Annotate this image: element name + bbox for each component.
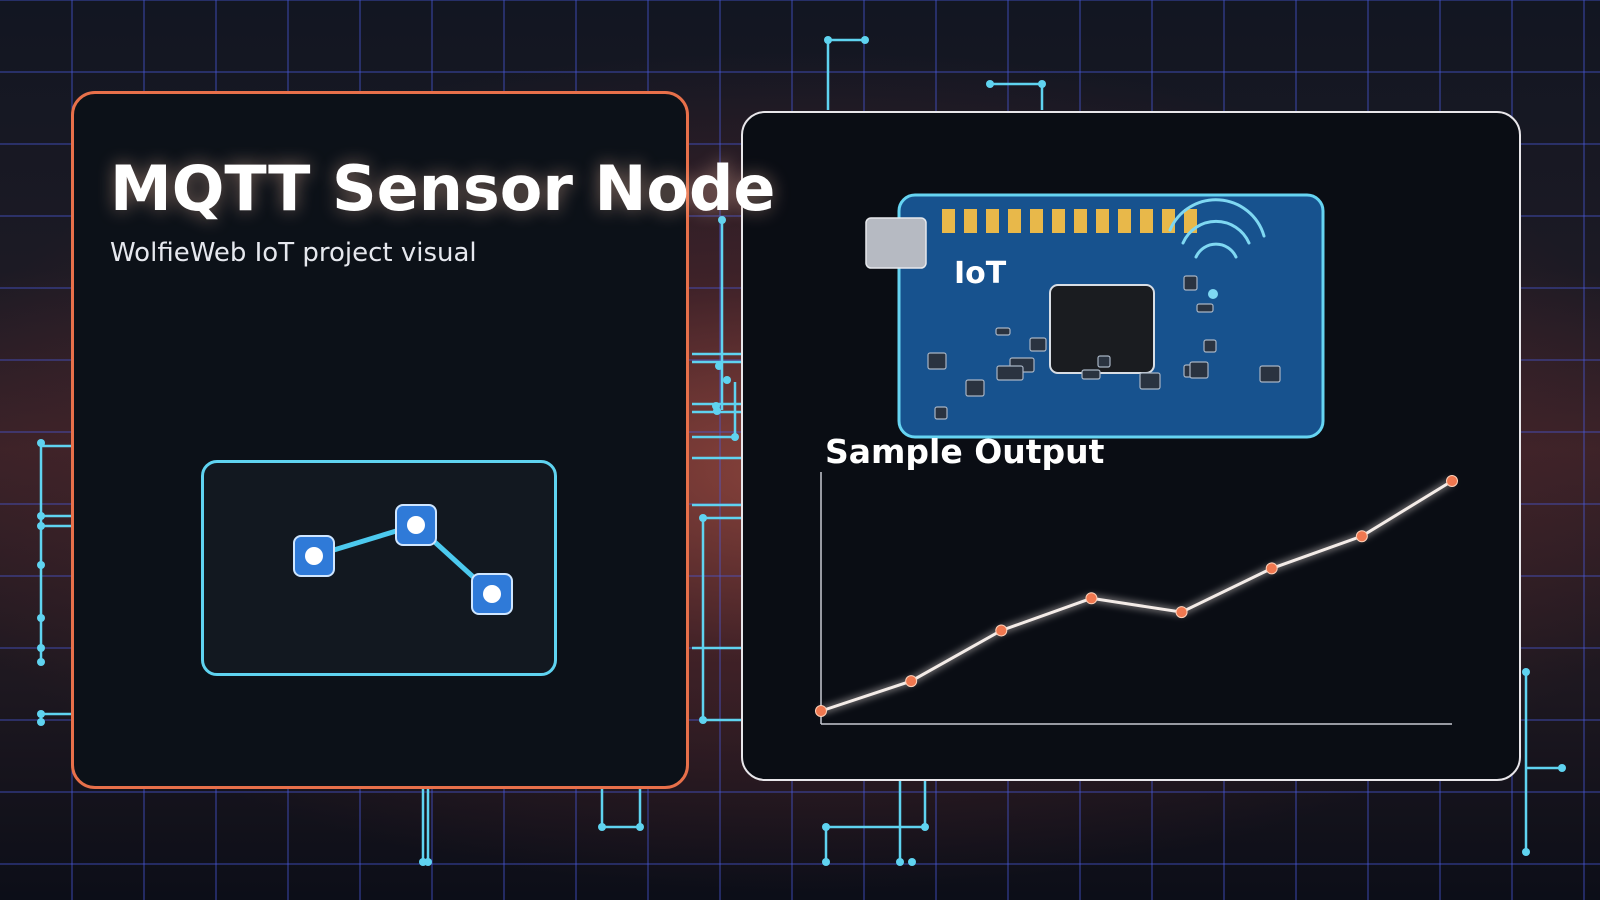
board-label: IoT [954,256,1007,291]
network-diagram-card [201,460,557,676]
page-subtitle: WolfieWeb IoT project visual [110,238,477,268]
left-card [71,91,689,789]
page-title: MQTT Sensor Node [110,152,776,225]
chart-title: Sample Output [825,432,1105,471]
